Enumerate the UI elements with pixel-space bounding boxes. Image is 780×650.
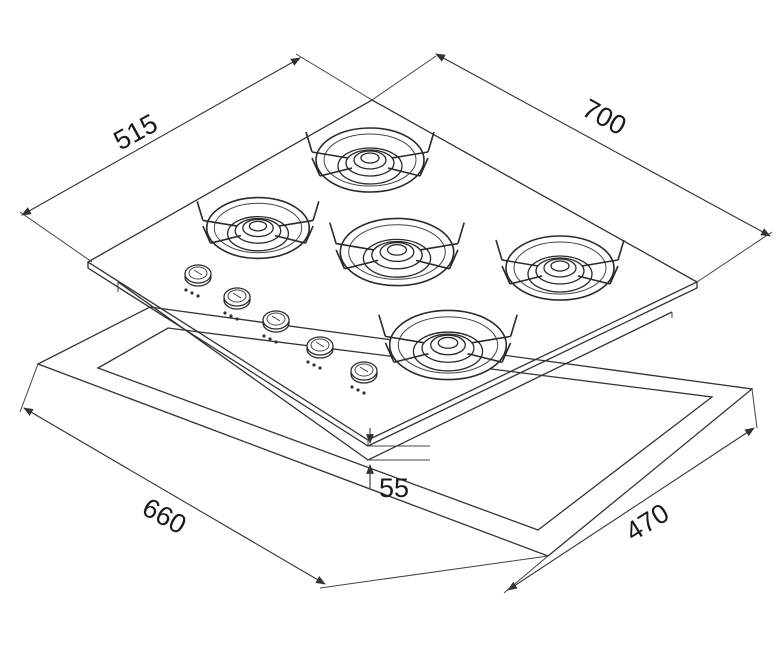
knob-5 [350,361,378,395]
knob-1 [184,264,212,298]
dimension-515 [19,53,373,263]
dimension-700-label: 700 [577,93,631,141]
burner-3 [329,217,465,287]
dimension-515-label: 515 [109,108,163,156]
dimension-470-label: 470 [620,498,674,547]
burner-5 [378,309,518,381]
dimension-700 [371,53,773,283]
dimension-660-label: 660 [137,492,191,540]
dimension-55 [366,428,430,488]
knob-2 [223,287,251,321]
burner-2 [196,196,320,260]
control-knobs [184,264,378,395]
knob-4 [306,336,334,370]
dimension-470 [503,388,758,594]
knob-3 [262,310,290,344]
burner-4 [495,235,625,301]
burners [196,127,625,381]
burner-1 [305,127,435,193]
dimension-55-label: 55 [379,473,409,503]
